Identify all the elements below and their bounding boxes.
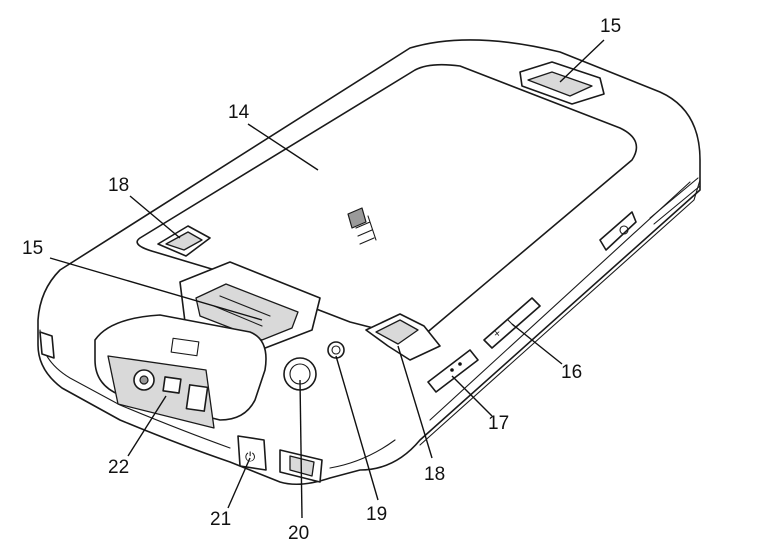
callout-19: 19 (366, 504, 388, 525)
zebra-logo-icon (347, 207, 377, 245)
leader-lines (49, 39, 605, 519)
imager-window (107, 355, 215, 429)
power-icon: ⏻ (245, 450, 255, 465)
left-side-port (39, 331, 55, 359)
callout-22: 22 (108, 457, 130, 478)
scan-label-icon (170, 337, 200, 357)
bottom-connector (195, 283, 299, 341)
device-side-edge (419, 179, 701, 446)
callout-18-left: 18 (108, 175, 130, 196)
callout-21: 21 (210, 509, 232, 530)
volume-buttons (483, 297, 541, 349)
callout-16: 16 (561, 362, 583, 383)
callout-18-bottom: 18 (424, 464, 446, 485)
callout-15-left: 15 (22, 238, 44, 259)
flash (327, 341, 345, 359)
callout-14: 14 (228, 102, 250, 123)
callout-15-top: 15 (600, 16, 622, 37)
power-button (237, 435, 267, 471)
callout-20: 20 (288, 523, 310, 544)
back-cover (136, 63, 638, 338)
side-scan-button (599, 211, 637, 251)
callout-17: 17 (488, 413, 510, 434)
